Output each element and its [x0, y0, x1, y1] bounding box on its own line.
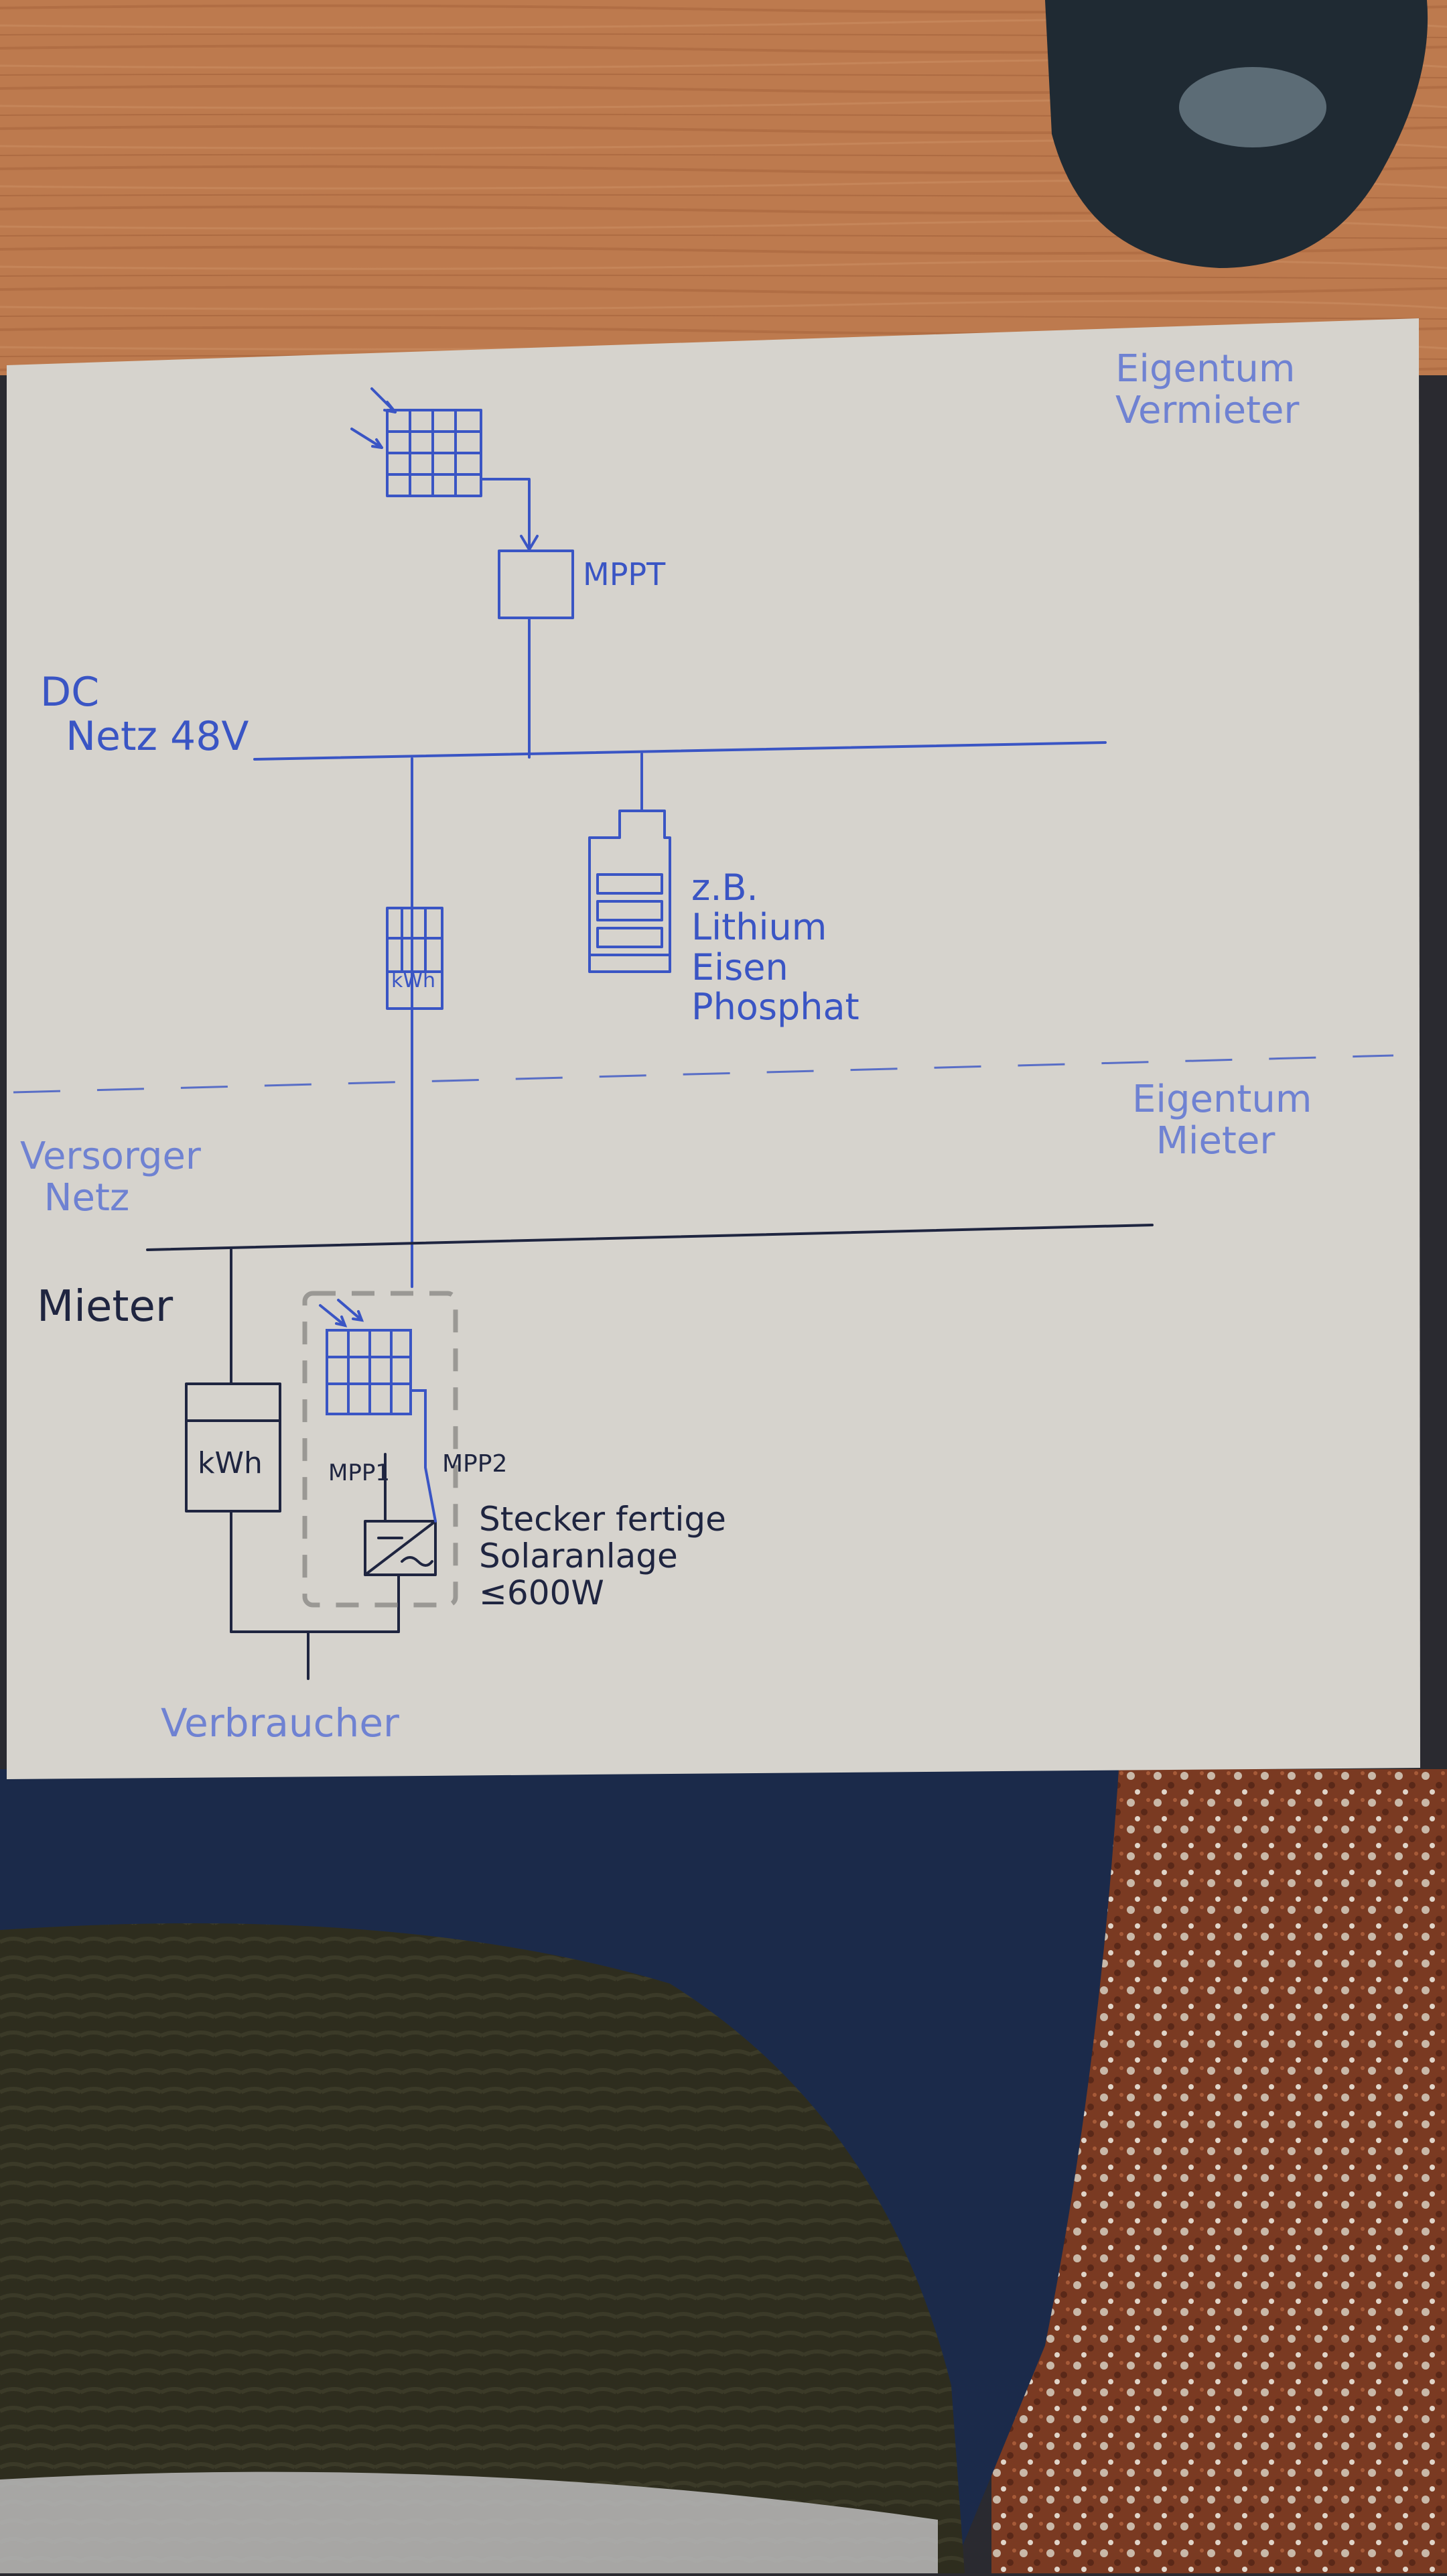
label-mpp2: MPP2	[442, 1450, 508, 1478]
label-tenant: Mieter	[37, 1282, 174, 1332]
dc-meter-box	[386, 907, 443, 1010]
label-mppt: MPPT	[583, 556, 666, 592]
battery-icon	[588, 810, 671, 973]
supplier-grid-line	[146, 1224, 1154, 1251]
tenant-meter-box	[185, 1382, 281, 1512]
label-dc-grid: DC Netz 48V	[40, 669, 249, 760]
solar-panel-icon	[386, 409, 482, 497]
label-plug-in-solar: Stecker fertige Solaranlage ≤600W	[479, 1500, 726, 1612]
label-consumer: Verbraucher	[161, 1700, 399, 1746]
label-mpp1: MPP1	[328, 1460, 390, 1486]
mppt-box	[498, 550, 574, 619]
label-dc-meter: kWh	[391, 969, 436, 992]
label-tenant-meter: kWh	[198, 1446, 263, 1480]
plug-in-solar-enclosure	[302, 1291, 458, 1608]
balcony-sunlight-arrow-icon	[319, 1299, 364, 1328]
label-supplier-grid: Versorger Netz	[20, 1135, 201, 1220]
label-owner-landlord: Eigentum Vermieter	[1115, 347, 1300, 432]
balcony-solar-panel-icon	[326, 1329, 412, 1415]
inverter-icon	[364, 1520, 437, 1576]
dc-bus-line	[253, 741, 1107, 761]
property-boundary-line	[13, 1054, 1394, 1094]
sweater	[0, 1923, 965, 2573]
sunlight-arrow-icon	[350, 387, 397, 449]
label-battery: z.B. Lithium Eisen Phosphat	[691, 866, 859, 1029]
label-owner-tenant: Eigentum Mieter	[1132, 1078, 1312, 1163]
